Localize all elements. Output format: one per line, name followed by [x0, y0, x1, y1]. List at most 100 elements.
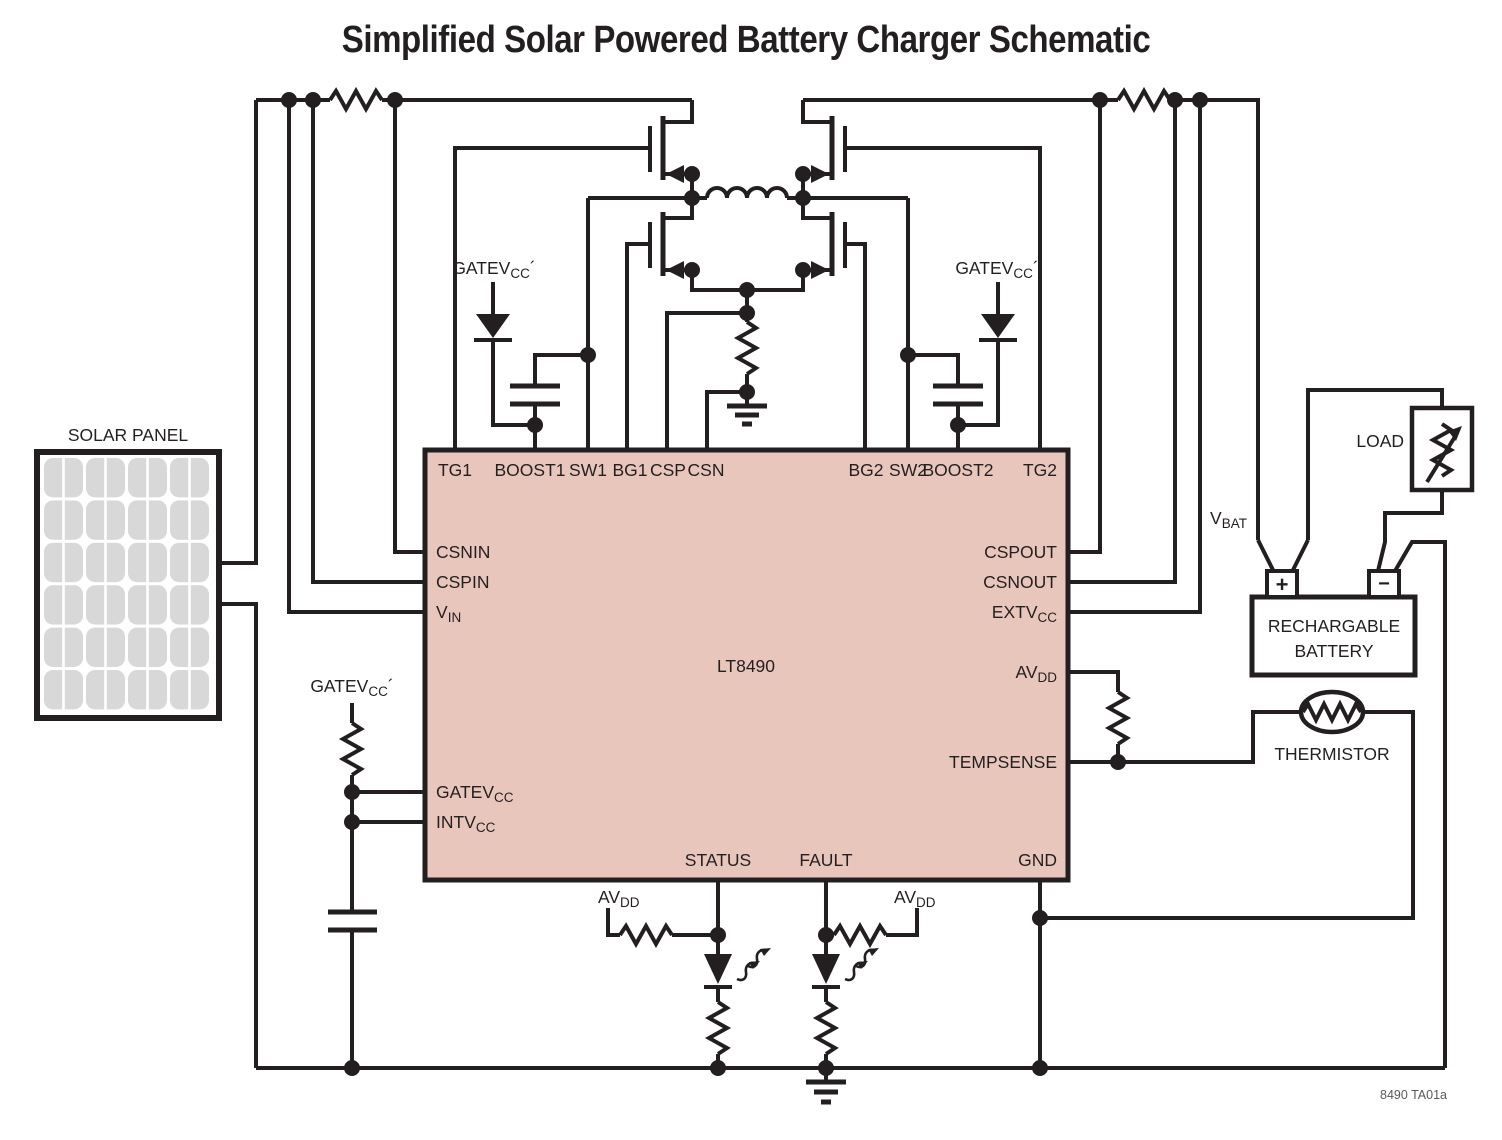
mosfet-arrow — [666, 261, 684, 279]
pin-label-extvcc: EXTVCC — [992, 602, 1057, 625]
solar-panel: SOLAR PANEL — [34, 425, 222, 721]
wire-extvcc — [1068, 100, 1202, 614]
gatevcc-prime-label-lower: GATEVCC´ — [310, 676, 393, 699]
wire-load-bot — [1376, 476, 1444, 572]
mosfet-drain — [663, 100, 694, 124]
pin-label-intvcc: INTVCC — [436, 812, 496, 835]
pin-label-cspout: CSPOUT — [984, 542, 1057, 562]
status-led — [704, 946, 773, 989]
thermistor-label: THERMISTOR — [1274, 744, 1389, 764]
wire-tempsense — [1068, 710, 1303, 764]
boost-network-left — [474, 282, 588, 450]
fault-led — [812, 946, 881, 989]
wires — [220, 86, 1447, 1082]
wire-bg2 — [845, 242, 867, 450]
pin-label-sw2: SW2 — [889, 460, 927, 480]
wire-plus-funnel-r — [1291, 539, 1310, 571]
mosfet-arrow — [666, 165, 684, 183]
load-arrow-head — [1448, 426, 1462, 441]
wire-diode-to-boost2 — [958, 340, 1000, 427]
wire-diode-to-boost1 — [491, 340, 535, 427]
battery-label-line2: BATTERY — [1294, 641, 1373, 661]
wire-cspin — [311, 100, 425, 584]
fault-series-resistor — [812, 1000, 840, 1056]
pin-label-bg1: BG1 — [612, 460, 647, 480]
pin-label-csp: CSP — [650, 460, 686, 480]
pin-label-status: STATUS — [685, 850, 751, 870]
led-triangle — [812, 954, 840, 984]
mosfet-drain — [801, 100, 832, 124]
boost-diode-right-icon — [981, 314, 1015, 338]
wire-csp — [665, 311, 747, 450]
wire-csnin — [393, 100, 425, 554]
wire-tg1 — [453, 146, 650, 450]
avdd-labels: AVDD AVDD — [598, 887, 936, 910]
wire-avdd-status — [606, 908, 620, 937]
gatevcc-prime-label-right: GATEVCC´ — [955, 258, 1038, 281]
pin-label-avdd: AVDD — [1015, 662, 1057, 685]
wire-thermistor-return — [1040, 710, 1415, 920]
status-pullup-resistor — [618, 921, 674, 949]
pin-label-gatevcc: GATEVCC — [436, 782, 514, 805]
wire-bg1 — [625, 242, 650, 450]
chip-block: LT8490 — [422, 447, 1071, 883]
boost-network-right — [908, 282, 1017, 450]
load-arrow-shaft — [1425, 433, 1458, 484]
wire-tg2 — [845, 146, 1042, 450]
thermistor-zigzag — [1301, 699, 1363, 725]
fault-pullup-resistor — [832, 921, 888, 949]
input-sense-resistor — [328, 86, 384, 114]
vbat-label: VBAT — [1210, 508, 1247, 531]
minus-sign: − — [1378, 573, 1390, 595]
pin-label-sw1: SW1 — [569, 460, 607, 480]
plus-sign: + — [1276, 572, 1289, 597]
chip-body — [422, 447, 1071, 883]
pin-label-boost2: BOOST2 — [923, 460, 994, 480]
solar-panel-label: SOLAR PANEL — [68, 425, 189, 445]
pin-label-bg2: BG2 — [848, 460, 883, 480]
gatevcc-prime-label-left: GATEVCC´ — [452, 258, 535, 281]
gatevcc-prime-labels: GATEVCC´ GATEVCC´ GATEVCC´ — [310, 258, 1038, 699]
pin-label-tg2: TG2 — [1023, 460, 1057, 480]
pin-label-csn: CSN — [688, 460, 725, 480]
inductor — [705, 186, 789, 199]
pin-label-csnin: CSNIN — [436, 542, 490, 562]
wire-csnout — [1068, 100, 1177, 584]
wire-csn — [705, 390, 747, 450]
battery: + − RECHARGABLE BATTERY — [1249, 569, 1418, 678]
boost-diode-left-icon — [476, 314, 510, 338]
wire-minus-return — [1393, 540, 1447, 1068]
chip-pin-labels-left: CSNIN CSPIN VIN GATEVCC INTVCC — [436, 542, 514, 835]
mosfet-arrow — [811, 165, 829, 183]
wire-vin — [287, 100, 425, 614]
chip-name: LT8490 — [717, 656, 775, 676]
status-series-resistor — [704, 1000, 732, 1056]
solar-panel-frame — [34, 449, 222, 721]
pin-label-csnout: CSNOUT — [983, 572, 1057, 592]
solar-panel-grid — [44, 458, 212, 712]
pin-label-fault: FAULT — [799, 850, 852, 870]
battery-plus-terminal — [1265, 569, 1299, 599]
avdd-tempsense-resistor — [1104, 690, 1132, 746]
pin-label-vin: VIN — [436, 602, 461, 625]
battery-frame — [1249, 594, 1418, 678]
junction-dots — [281, 92, 1208, 1076]
pin-label-tempsense: TEMPSENSE — [949, 752, 1057, 772]
wire-plus-funnel-l — [1256, 539, 1275, 571]
thermistor — [1298, 689, 1366, 735]
chip-pin-labels-bottom: STATUS FAULT — [685, 850, 853, 870]
load-box — [1409, 405, 1475, 493]
battery-label-line1: RECHARGABLE — [1268, 616, 1400, 636]
pin-label-gnd: GND — [1018, 850, 1057, 870]
load-label: LOAD — [1356, 431, 1404, 451]
pin-label-boost1: BOOST1 — [495, 460, 566, 480]
output-sense-resistor — [1116, 86, 1172, 114]
wire-cap-to-sw2 — [908, 353, 960, 386]
chip-pin-labels-top: TG1 BOOST1 SW1 BG1 CSP CSN BG2 SW2 BOOST… — [438, 460, 1057, 480]
wire-cspout — [1068, 100, 1102, 554]
doc-number: 8490 TA01a — [1380, 1088, 1447, 1102]
pin-label-tg1: TG1 — [438, 460, 472, 480]
led-triangle — [704, 954, 732, 984]
pin-label-cspin: CSPIN — [436, 572, 489, 592]
